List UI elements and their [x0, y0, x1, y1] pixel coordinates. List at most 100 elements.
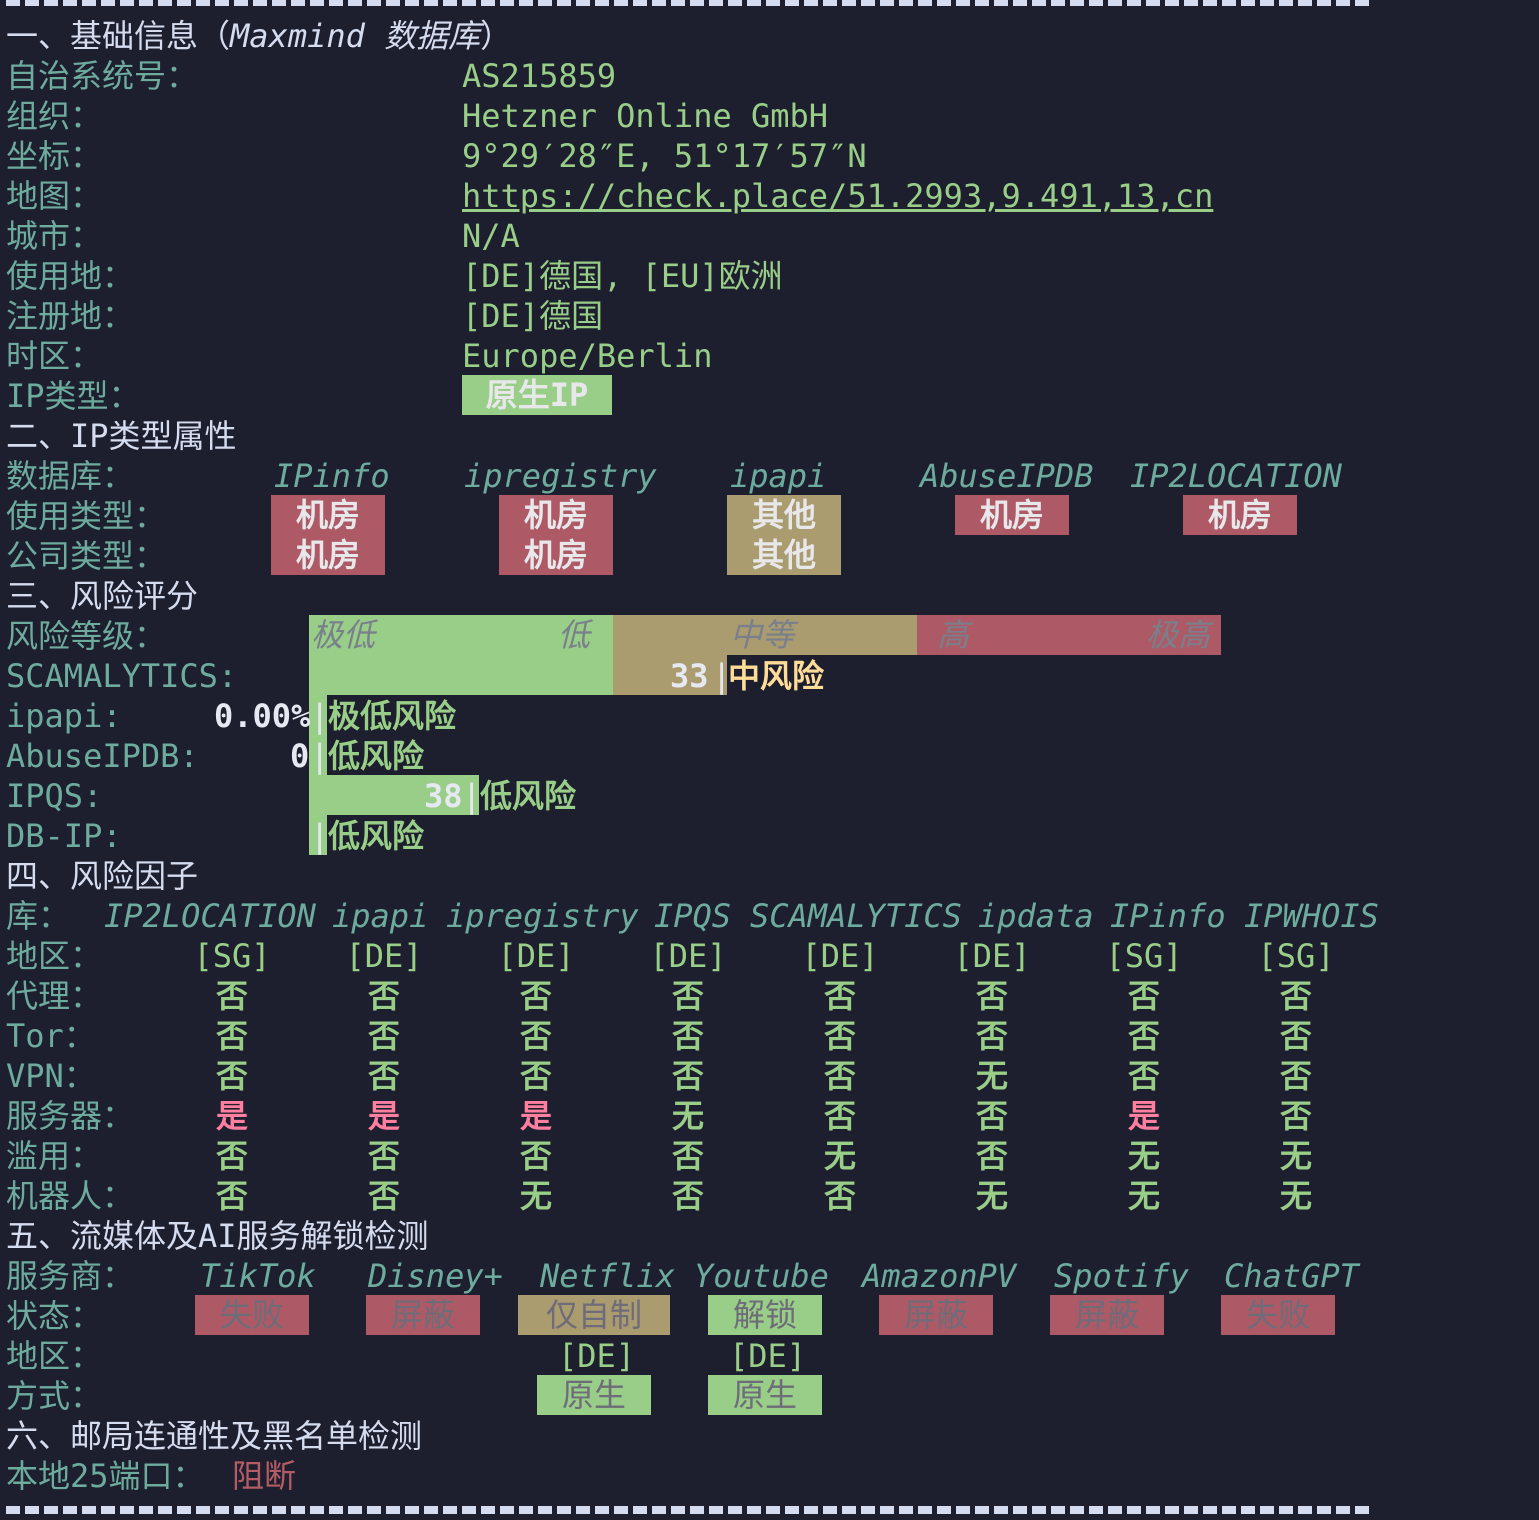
registered-location-value: [DE]德国: [462, 297, 604, 335]
factor-abuse-value: 无: [823, 1137, 856, 1175]
status-amazonpv: 屏蔽: [879, 1295, 993, 1335]
factor-proxy-value: 否: [519, 977, 552, 1015]
service-amazonpv: AmazonPV: [862, 1257, 1017, 1295]
factor-vpn-value: 否: [1127, 1057, 1160, 1095]
ipapi-score-label: ipapi:: [6, 697, 122, 735]
factor-server-value: 否: [823, 1097, 856, 1135]
section-1-title-text: 一、基础信息（: [6, 17, 231, 55]
factor-server-value: 是: [1127, 1097, 1160, 1135]
factor-vpn-value: 否: [671, 1057, 704, 1095]
lib-ipinfo: IPinfo: [1110, 897, 1226, 935]
provider-label: 服务商：: [6, 1257, 135, 1295]
status-spotify: 屏蔽: [1050, 1295, 1164, 1335]
status-disney: 屏蔽: [366, 1295, 480, 1335]
factor-tor-value: 否: [215, 1017, 248, 1055]
factor-proxy-label: 代理：: [6, 977, 103, 1015]
risk-level-medium: 中等: [730, 616, 795, 654]
factor-tor-value: 否: [671, 1017, 704, 1055]
factor-vpn-value: 否: [519, 1057, 552, 1095]
status-chatgpt: 失败: [1221, 1295, 1335, 1335]
dbip-score-label: DB-IP:: [6, 817, 122, 855]
port25-label: 本地25端口：: [6, 1457, 205, 1495]
risk-level-very-low: 极低: [311, 616, 376, 654]
factor-tor-label: Tor：: [6, 1017, 96, 1055]
usage-abuseipdb: 机房: [955, 495, 1069, 535]
region-ip2location: [SG]: [193, 937, 271, 975]
service-youtube: Youtube: [694, 1257, 829, 1295]
factor-proxy-value: 否: [1127, 977, 1160, 1015]
factor-bot-value: 否: [671, 1177, 704, 1215]
region-youtube: [DE]: [729, 1337, 807, 1375]
factor-server-value: 是: [519, 1097, 552, 1135]
service-chatgpt: ChatGPT: [1224, 1257, 1359, 1295]
abuseipdb-score-label: AbuseIPDB:: [6, 737, 199, 775]
usage-location-value: [DE]德国, [EU]欧洲: [462, 257, 783, 295]
region-ipapi: [DE]: [345, 937, 423, 975]
factor-bot-value: 无: [1127, 1177, 1160, 1215]
company-ipregistry: 机房: [499, 535, 613, 575]
region-ipregistry: [DE]: [497, 937, 575, 975]
usage-location-label: 使用地：: [6, 257, 135, 295]
factor-region-label: 地区：: [6, 937, 103, 975]
factor-proxy-value: 否: [367, 977, 400, 1015]
factor-tor-value: 否: [1127, 1017, 1160, 1055]
service-netflix: Netflix: [540, 1257, 675, 1295]
company-ipapi: 其他: [727, 535, 841, 575]
factor-vpn-value: 否: [1279, 1057, 1312, 1095]
region-scamalytics: [DE]: [801, 937, 879, 975]
city-label: 城市：: [6, 217, 103, 255]
abuseipdb-score: 0: [290, 737, 310, 775]
scamalytics-marker: |: [712, 657, 732, 695]
scamalytics-bar-green: [309, 655, 613, 695]
risk-scale-low-band: [309, 615, 613, 655]
lib-ipregistry: ipregistry: [446, 897, 639, 935]
top-divider: [6, 0, 1372, 6]
org-label: 组织：: [6, 97, 103, 135]
map-label: 地图：: [6, 177, 103, 215]
region-netflix: [DE]: [558, 1337, 636, 1375]
risk-level-high: 高: [937, 616, 970, 654]
org-value: Hetzner Online GmbH: [462, 97, 829, 135]
factor-server-value: 否: [975, 1097, 1008, 1135]
map-link[interactable]: https://check.place/51.2993,9.491,13,cn: [462, 177, 1214, 215]
factor-server-value: 无: [671, 1097, 704, 1135]
risk-level-label: 风险等级：: [6, 617, 167, 655]
factor-abuse-value: 否: [215, 1137, 248, 1175]
ip-type-label: IP类型：: [6, 377, 141, 415]
dbip-marker: |: [310, 817, 330, 855]
scamalytics-label: SCAMALYTICS:: [6, 657, 238, 695]
port25-status: 阻断: [232, 1457, 297, 1495]
section-2-title: 二、IP类型属性: [6, 417, 237, 455]
registered-location-label: 注册地：: [6, 297, 135, 335]
scamalytics-score: 33: [670, 657, 709, 695]
region-ipinfo: [SG]: [1105, 937, 1183, 975]
factor-server-value: 否: [1279, 1097, 1312, 1135]
factor-tor-value: 否: [1279, 1017, 1312, 1055]
method-youtube: 原生: [708, 1375, 822, 1415]
library-label: 库：: [6, 897, 71, 935]
section-1-title-end: ）: [480, 17, 513, 55]
factor-bot-value: 否: [215, 1177, 248, 1215]
factor-bot-value: 无: [519, 1177, 552, 1215]
ipqs-verdict: 低风险: [480, 777, 577, 815]
db-ipregistry: ipregistry: [464, 457, 657, 495]
timezone-value: Europe/Berlin: [462, 337, 713, 375]
service-disney: Disney+: [368, 1257, 503, 1295]
service-tiktok: TikTok: [200, 1257, 316, 1295]
factor-server-value: 是: [215, 1097, 248, 1135]
scamalytics-bar-tan: [613, 655, 727, 695]
method-netflix: 原生: [537, 1375, 651, 1415]
section-6-title: 六、邮局连通性及黑名单检测: [6, 1417, 423, 1455]
ipapi-score: 0.00%: [214, 697, 311, 735]
factor-tor-value: 否: [823, 1017, 856, 1055]
method-label: 方式：: [6, 1377, 103, 1415]
ipqs-score: 38: [424, 777, 463, 815]
usage-type-label: 使用类型：: [6, 497, 167, 535]
abuseipdb-verdict: 低风险: [328, 737, 425, 775]
factor-vpn-value: 无: [975, 1057, 1008, 1095]
usage-ipinfo: 机房: [271, 495, 385, 535]
ipqs-score-bar: [309, 775, 479, 815]
factor-abuse-value: 否: [671, 1137, 704, 1175]
ipqs-marker: |: [462, 777, 482, 815]
factor-bot-value: 无: [1279, 1177, 1312, 1215]
